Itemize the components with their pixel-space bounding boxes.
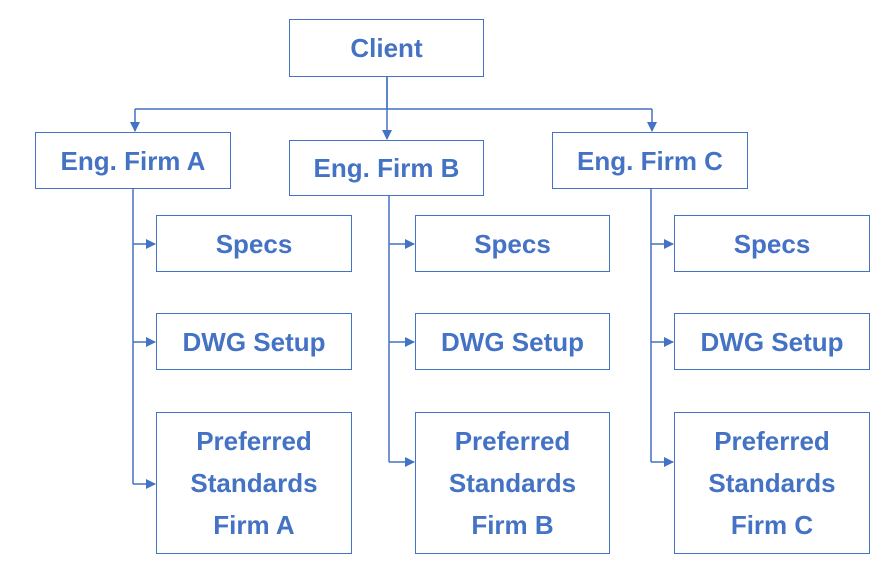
firm-b-specs-node: Specs <box>415 215 610 272</box>
firm-b-label: Eng. Firm B <box>313 153 460 183</box>
firm-a-standards-line-1: Preferred <box>196 426 312 456</box>
client-label: Client <box>350 33 423 63</box>
firm-b-dwg-setup-label: DWG Setup <box>441 326 584 357</box>
firm-a-label: Eng. Firm A <box>60 145 206 176</box>
firm-c-standards-line-2: Standards <box>708 468 836 498</box>
firm-b-standards-line-2: Standards <box>448 468 577 498</box>
firm-c-dwg-setup-node: DWG Setup <box>674 313 870 370</box>
firm-a-node: Eng. Firm A <box>35 132 231 189</box>
firm-a-dwg-setup-node: DWG Setup <box>156 313 352 370</box>
firm-c-node: Eng. Firm C <box>552 132 748 189</box>
firm-b-dwg-setup-node: DWG Setup <box>415 313 610 370</box>
firm-b-standards-line-3: Firm B <box>471 510 554 540</box>
firm-a-standards-node: Preferred Standards Firm A <box>156 412 352 554</box>
firm-c-dwg-setup-label: DWG Setup <box>700 326 844 357</box>
firm-c-standards-line-1: Preferred <box>714 426 830 456</box>
firm-c-label: Eng. Firm C <box>577 145 723 176</box>
firm-a-specs-node: Specs <box>156 215 352 272</box>
firm-a-standards-line-2: Standards <box>190 468 318 498</box>
firm-b-node: Eng. Firm B <box>289 140 484 196</box>
client-node: Client <box>289 19 484 77</box>
firm-a-specs-label: Specs <box>215 228 293 259</box>
firm-b-standards-node: Preferred Standards Firm B <box>415 412 610 554</box>
firm-c-standards-line-3: Firm C <box>730 510 814 540</box>
firm-b-standards-line-1: Preferred <box>454 426 571 456</box>
firm-c-specs-node: Specs <box>674 215 870 272</box>
firm-c-standards-node: Preferred Standards Firm C <box>674 412 870 554</box>
firm-b-specs-label: Specs <box>474 228 551 259</box>
firm-a-dwg-setup-label: DWG Setup <box>182 326 326 357</box>
firm-c-specs-label: Specs <box>733 228 811 259</box>
firm-a-standards-line-3: Firm A <box>213 510 295 540</box>
